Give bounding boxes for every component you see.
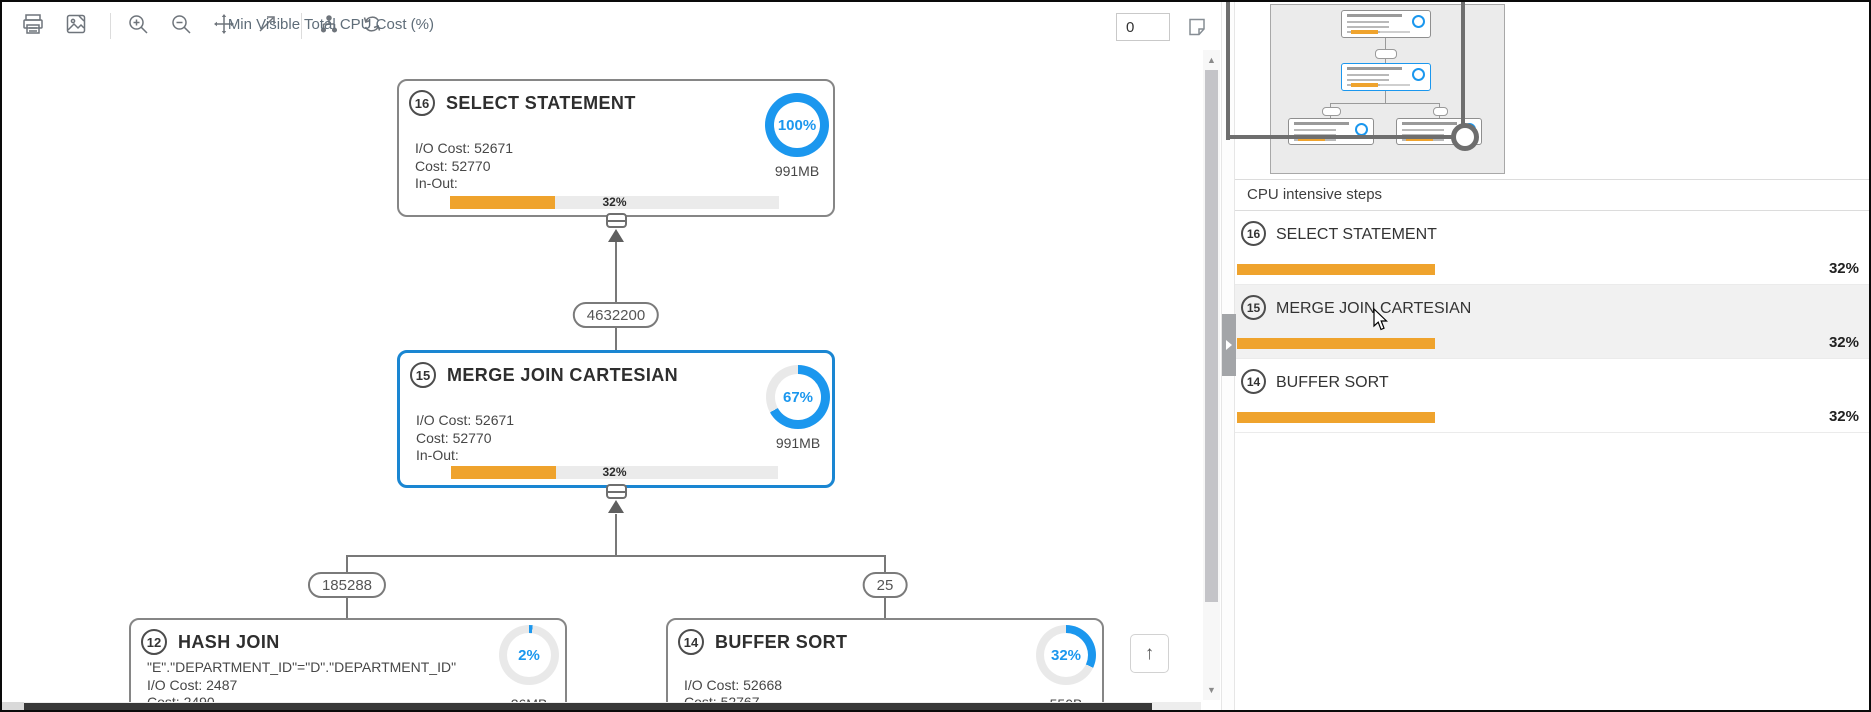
step-badge: 14 (1241, 369, 1266, 394)
minimap-node-select-statement (1341, 10, 1431, 38)
toolbar-separator (301, 13, 302, 39)
cpu-gauge: 100% (765, 93, 829, 157)
zoom-in-icon (127, 13, 149, 40)
sidebar-panel: CPU intensive steps 16 SELECT STATEMENT … (1235, 2, 1869, 710)
horizontal-scrollbar-thumb[interactable] (24, 703, 1152, 710)
collapse-handle-icon[interactable] (606, 213, 627, 228)
cpu-percent: 32% (1828, 334, 1859, 351)
plan-node-hash-join[interactable]: 12 HASH JOIN "E"."DEPARTMENT_ID"="D"."DE… (129, 618, 567, 710)
fit-to-window-icon (256, 13, 278, 40)
cpu-bar (1237, 412, 1857, 423)
min-cpu-cost-input[interactable] (1116, 13, 1170, 41)
cpu-percent: 32% (1828, 260, 1859, 277)
minimap-node-hash-join (1288, 118, 1374, 145)
minimap-edge (1330, 103, 1440, 104)
minimap-viewport-left-edge[interactable] (1226, 2, 1230, 140)
toolbar-separator (110, 13, 111, 39)
node-title: BUFFER SORT (715, 632, 848, 652)
step-badge: 16 (1241, 221, 1266, 246)
mouse-cursor-icon (1373, 307, 1390, 337)
cpu-gauge: 67% (766, 365, 830, 429)
step-badge: 15 (1241, 295, 1266, 320)
node-details: I/O Cost: 52671 Cost: 52770 In-Out: (415, 140, 514, 191)
export-image-icon (65, 13, 87, 40)
fit-to-window-button[interactable] (254, 13, 280, 39)
minimap-region (1235, 2, 1869, 180)
edge-line (347, 555, 886, 557)
node-step-badge: 15 (410, 362, 436, 388)
inout-progress-bar: 32% (450, 196, 779, 209)
toolbar: Min Visible Total CPU Cost (%) (2, 2, 1205, 50)
horizontal-scrollbar[interactable] (2, 702, 1201, 710)
pan-button[interactable] (211, 13, 237, 39)
minimap-edge-pill (1322, 107, 1341, 116)
cpu-step-row-merge-join-cartesian[interactable]: 15 MERGE JOIN CARTESIAN 32% (1235, 285, 1869, 359)
scrollbar-corner (2, 702, 24, 710)
panel-splitter[interactable] (1221, 2, 1236, 710)
cpu-bar (1237, 264, 1857, 275)
print-icon (22, 13, 44, 40)
minimap-edge-pill (1433, 107, 1448, 116)
scroll-to-top-button[interactable]: ↑ (1130, 634, 1169, 673)
node-title: SELECT STATEMENT (446, 93, 636, 113)
cpu-gauge: 32% (1036, 625, 1096, 685)
step-label: SELECT STATEMENT (1276, 226, 1437, 243)
vertical-scrollbar[interactable]: ▲ ▼ (1203, 50, 1220, 700)
refresh-icon (361, 13, 383, 40)
vertical-scrollbar-thumb[interactable] (1205, 70, 1218, 602)
node-step-badge: 12 (141, 629, 167, 655)
plan-node-select-statement[interactable]: 16 SELECT STATEMENT I/O Cost: 52671 Cost… (397, 79, 835, 217)
min-cpu-cost-label: Min Visible Total CPU Cost (%) (227, 16, 434, 33)
edge-cardinality-pill: 4632200 (572, 302, 660, 328)
zoom-in-button[interactable] (125, 13, 151, 39)
scroll-up-arrow-icon[interactable]: ▲ (1207, 55, 1216, 65)
edge-line (615, 242, 617, 350)
cpu-gauge: 2% (499, 625, 559, 685)
plan-node-buffer-sort[interactable]: 14 BUFFER SORT I/O Cost: 52668 Cost: 527… (666, 618, 1104, 710)
zoom-out-button[interactable] (168, 13, 194, 39)
inout-progress-bar: 32% (451, 466, 778, 479)
pan-icon (213, 13, 235, 40)
cpu-step-row-select-statement[interactable]: 16 SELECT STATEMENT 32% (1235, 211, 1869, 285)
cpu-intensive-steps-title: CPU intensive steps (1247, 186, 1383, 203)
minimap-edge-pill (1375, 49, 1397, 59)
node-details: I/O Cost: 52671 Cost: 52770 In-Out: (416, 412, 515, 463)
notes-button[interactable] (1185, 17, 1209, 41)
layout-tree-icon (318, 13, 340, 40)
plan-node-merge-join-cartesian[interactable]: 15 MERGE JOIN CARTESIAN I/O Cost: 52671 … (397, 350, 835, 488)
edge-line (615, 514, 617, 556)
minimap-viewport-right-edge[interactable] (1461, 2, 1465, 136)
refresh-button[interactable] (359, 13, 385, 39)
cpu-percent: 32% (1828, 408, 1859, 425)
up-arrow-icon: ↑ (1144, 642, 1155, 664)
minimap-viewport-bottom-edge[interactable] (1228, 135, 1465, 139)
collapse-handle-icon[interactable] (606, 484, 627, 499)
edge-arrow-up-icon (608, 500, 624, 513)
scroll-down-arrow-icon[interactable]: ▼ (1207, 685, 1216, 695)
minimap-edge (1385, 91, 1386, 103)
step-label: BUFFER SORT (1276, 374, 1389, 391)
memory-label: 991MB (774, 163, 820, 179)
print-button[interactable] (20, 13, 46, 39)
node-title: HASH JOIN (178, 632, 280, 652)
node-title: MERGE JOIN CARTESIAN (447, 365, 679, 385)
edge-cardinality-pill: 185288 (307, 572, 387, 598)
minimap-viewport-resize-handle[interactable] (1451, 123, 1479, 151)
node-step-badge: 14 (678, 629, 704, 655)
cpu-intensive-steps-list: 16 SELECT STATEMENT 32% 15 MERGE JOIN CA… (1235, 210, 1869, 433)
splitter-collapse-handle[interactable] (1222, 314, 1236, 376)
notes-icon (1187, 17, 1207, 42)
cpu-step-row-buffer-sort[interactable]: 14 BUFFER SORT 32% (1235, 359, 1869, 433)
node-step-badge: 16 (409, 90, 435, 116)
minimap-node-merge-join-cartesian (1341, 63, 1431, 91)
edge-cardinality-pill: 25 (862, 572, 908, 598)
zoom-out-icon (170, 13, 192, 40)
cpu-bar (1237, 338, 1857, 349)
export-image-button[interactable] (63, 13, 89, 39)
memory-label: 991MB (775, 435, 821, 451)
layout-tree-button[interactable] (316, 13, 342, 39)
edge-arrow-up-icon (608, 229, 624, 242)
